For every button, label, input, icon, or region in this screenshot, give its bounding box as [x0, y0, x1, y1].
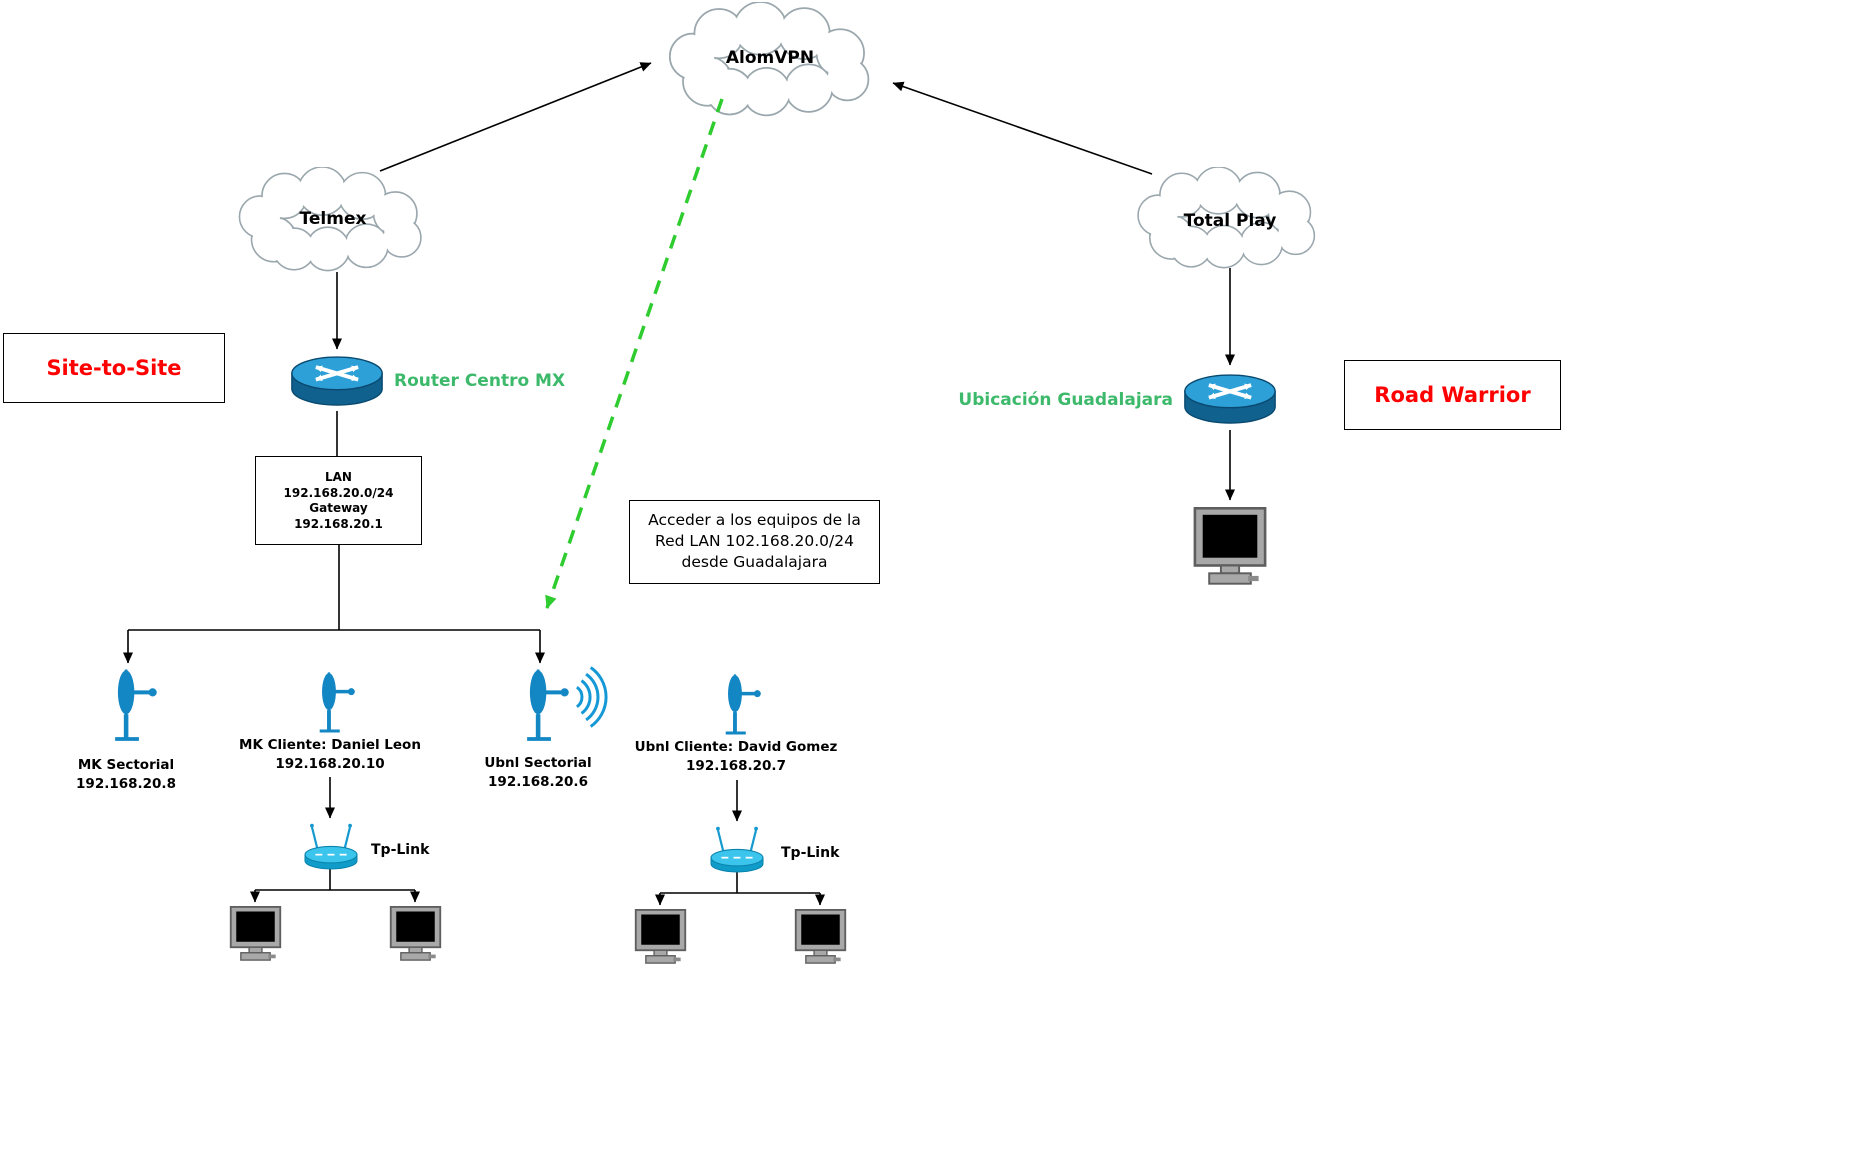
lan-line-3: Gateway: [309, 501, 368, 515]
router-centro-mx-icon: [292, 357, 382, 405]
antenna-ubnl-cliente-icon: [726, 674, 761, 733]
note-line-2: Red LAN 102.168.20.0/24: [655, 532, 854, 550]
tplink-left-icon: [303, 822, 359, 871]
antenna-mk-cliente-icon: [320, 672, 355, 731]
site-to-site-badge: Site-to-Site: [3, 333, 225, 403]
ubnl-sectorial-ip: 192.168.20.6: [488, 774, 588, 790]
mk-cliente-name: MK Cliente: Daniel Leon: [239, 737, 421, 753]
pc-monitor-3-icon: [634, 908, 687, 965]
pc-monitor-4-icon: [794, 908, 847, 965]
ubnl-sectorial-name: Ubnl Sectorial: [484, 755, 592, 771]
vpn-tunnel-dashed-arrow: [545, 98, 724, 609]
note-line-1: Acceder a los equipos de la: [648, 511, 861, 529]
ubnl-cliente-ip: 192.168.20.7: [686, 758, 786, 774]
ubnl-cliente-label: Ubnl Cliente: David Gomez 192.168.20.7: [621, 738, 851, 776]
lan-line-4: 192.168.20.1: [294, 516, 383, 531]
ubnl-cliente-name: Ubnl Cliente: David Gomez: [634, 739, 838, 755]
antenna-mk-sectorial-icon: [115, 670, 157, 739]
pc-monitor-2-icon: [389, 905, 442, 962]
router-guadalajara-label: Ubicación Guadalajara: [958, 390, 1173, 410]
link-telmex-alomvpn: [379, 62, 652, 172]
tplink-left-label: Tp-Link: [371, 842, 430, 858]
cloud-label-telmex: Telmex: [299, 209, 367, 229]
lan-line-2: 192.168.20.0/24: [283, 485, 394, 500]
mk-sectorial-label: MK Sectorial 192.168.20.8: [41, 756, 211, 794]
pc-monitor-1-icon: [229, 905, 282, 962]
link-totalplay-alomvpn: [892, 81, 1153, 175]
connector-lines: [123, 62, 1235, 906]
mk-cliente-label: MK Cliente: Daniel Leon 192.168.20.10: [225, 736, 435, 774]
note-line-3: desde Guadalajara: [681, 553, 828, 571]
lan-line-1: LAN: [325, 470, 352, 484]
cloud-label-totalplay: Total Play: [1183, 211, 1277, 231]
router-guadalajara-icon: [1185, 375, 1275, 423]
pc-monitor-guadalajara-icon: [1193, 506, 1267, 586]
tplink-right-icon: [709, 825, 765, 874]
lan-info-box: LAN 192.168.20.0/24 Gateway 192.168.20.1: [255, 456, 422, 545]
ubnl-sectorial-label: Ubnl Sectorial 192.168.20.6: [453, 754, 623, 792]
tplink-right-label: Tp-Link: [781, 845, 840, 861]
mk-cliente-ip: 192.168.20.10: [275, 756, 385, 772]
antenna-ubnl-sectorial-icon: [527, 670, 569, 739]
mk-sectorial-ip: 192.168.20.8: [76, 776, 176, 792]
road-warrior-badge: Road Warrior: [1344, 360, 1561, 430]
cloud-label-alomvpn: AlomVPN: [725, 48, 815, 68]
wifi-waves-icon: [575, 666, 608, 728]
mk-sectorial-name: MK Sectorial: [77, 757, 175, 773]
vpn-note-box: Acceder a los equipos de la Red LAN 102.…: [629, 500, 880, 584]
router-centro-mx-label: Router Centro MX: [394, 371, 566, 391]
